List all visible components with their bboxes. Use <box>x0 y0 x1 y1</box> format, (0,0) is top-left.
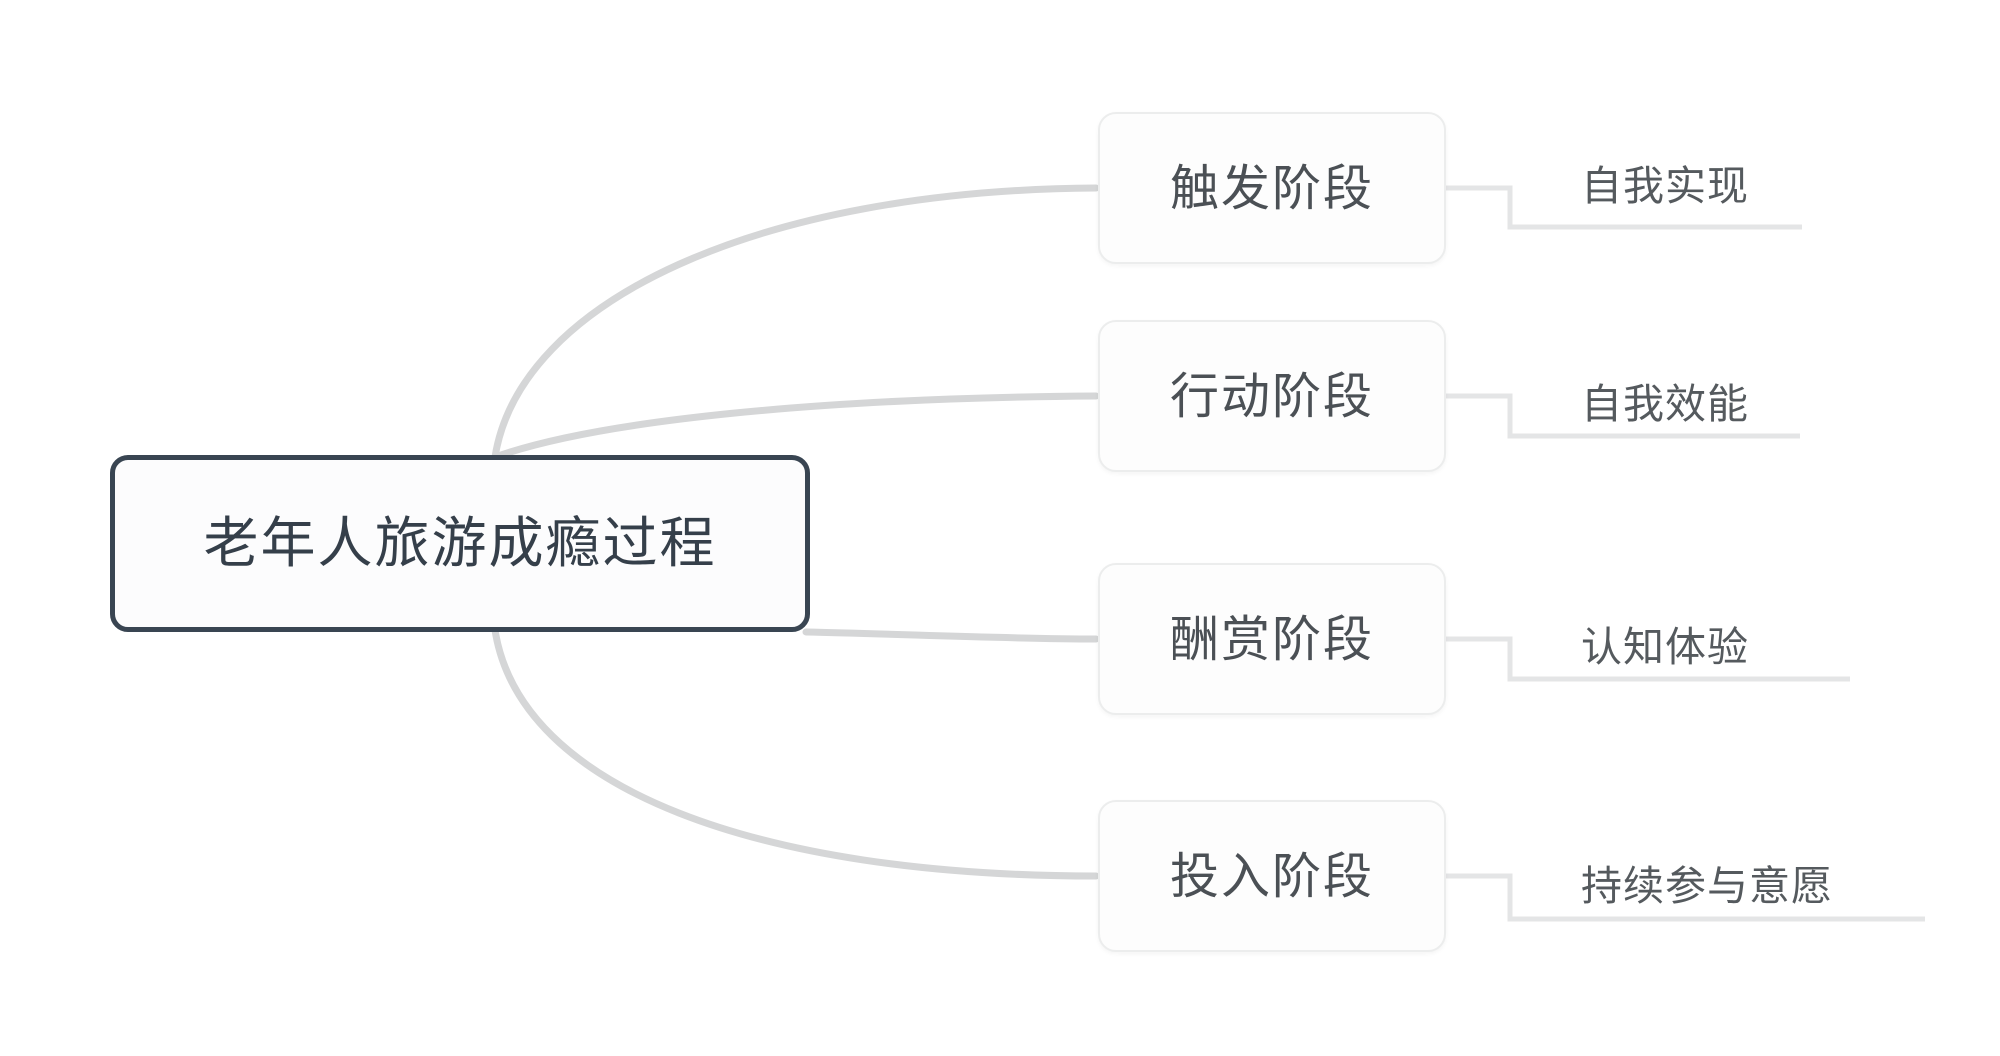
branch-node-label-2: 酬赏阶段 <box>1169 610 1374 668</box>
branch-node-2[interactable]: 酬赏阶段 <box>1098 563 1446 715</box>
root-to-branch-curve-0 <box>491 184 1100 461</box>
root-node[interactable]: 老年人旅游成瘾过程 <box>110 455 810 632</box>
leaf-node-1[interactable]: 自我效能 <box>1581 384 1749 425</box>
branch-node-3[interactable]: 投入阶段 <box>1098 800 1446 952</box>
leaf-node-label-2: 认知体验 <box>1581 623 1749 671</box>
root-node-label: 老年人旅游成瘾过程 <box>203 511 717 575</box>
root-to-branch-curve-2 <box>802 628 1100 643</box>
root-to-branch-curve-3 <box>491 626 1100 880</box>
branch-node-1[interactable]: 行动阶段 <box>1098 320 1446 472</box>
branch-node-label-1: 行动阶段 <box>1169 367 1374 425</box>
root-to-branch-curve-1 <box>491 392 1100 461</box>
leaf-node-3[interactable]: 持续参与意愿 <box>1581 866 1833 907</box>
leaf-node-0[interactable]: 自我实现 <box>1581 166 1749 207</box>
leaf-node-2[interactable]: 认知体验 <box>1581 627 1749 668</box>
branch-node-0[interactable]: 触发阶段 <box>1098 112 1446 264</box>
leaf-node-label-0: 自我实现 <box>1581 162 1749 210</box>
leaf-node-label-1: 自我效能 <box>1581 380 1749 428</box>
branch-node-label-0: 触发阶段 <box>1169 159 1374 217</box>
branch-node-label-3: 投入阶段 <box>1169 847 1374 905</box>
leaf-node-label-3: 持续参与意愿 <box>1581 862 1833 910</box>
